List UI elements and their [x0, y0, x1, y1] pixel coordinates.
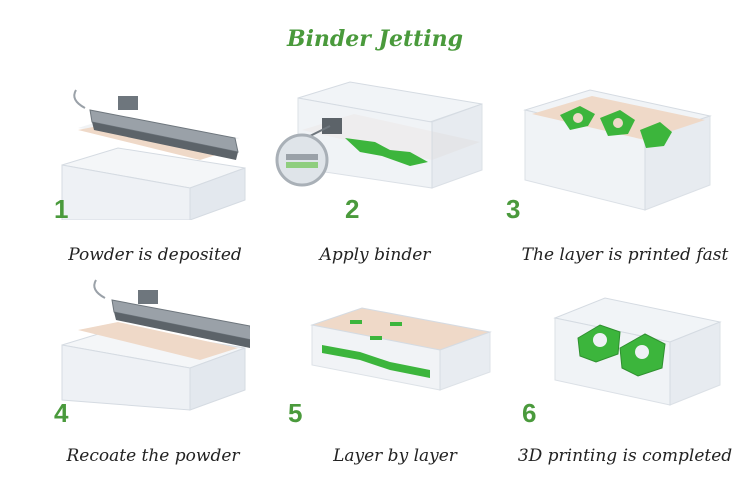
step-number-1: 1 — [54, 194, 69, 224]
layer-printed-illustration — [523, 89, 712, 211]
step-caption-1: Powder is deposited — [68, 245, 242, 265]
step-5-panel: 5 Layer by layer — [250, 270, 500, 500]
step-number-4: 4 — [54, 398, 69, 428]
step-3-panel: 3 The layer is printed fast — [500, 70, 750, 300]
printing-completed-illustration — [553, 297, 722, 406]
layer-by-layer-illustration — [310, 307, 492, 391]
step-2-panel: 2 Apply binder — [250, 70, 500, 300]
step-number-6: 6 — [522, 398, 537, 428]
diagram-title: Binder Jetting — [286, 26, 464, 52]
powder-deposit-illustration — [61, 89, 246, 220]
step-caption-2: Apply binder — [319, 245, 431, 265]
step-caption-5: Layer by layer — [333, 446, 457, 466]
step-number-2: 2 — [345, 194, 360, 224]
step-caption-3: The layer is printed fast — [521, 245, 729, 265]
step-caption-4: Recoate the powder — [66, 446, 240, 466]
recoat-powder-illustration — [61, 279, 250, 411]
step-1-panel: 1 Powder is deposited — [0, 70, 250, 300]
step-6-panel: 6 3D printing is completed — [500, 270, 750, 500]
step-number-3: 3 — [506, 194, 521, 224]
apply-binder-illustration — [275, 81, 483, 189]
step-caption-6: 3D printing is completed — [517, 446, 733, 466]
step-number-5: 5 — [288, 398, 303, 428]
step-4-panel: 4 Recoate the powder — [0, 270, 250, 500]
